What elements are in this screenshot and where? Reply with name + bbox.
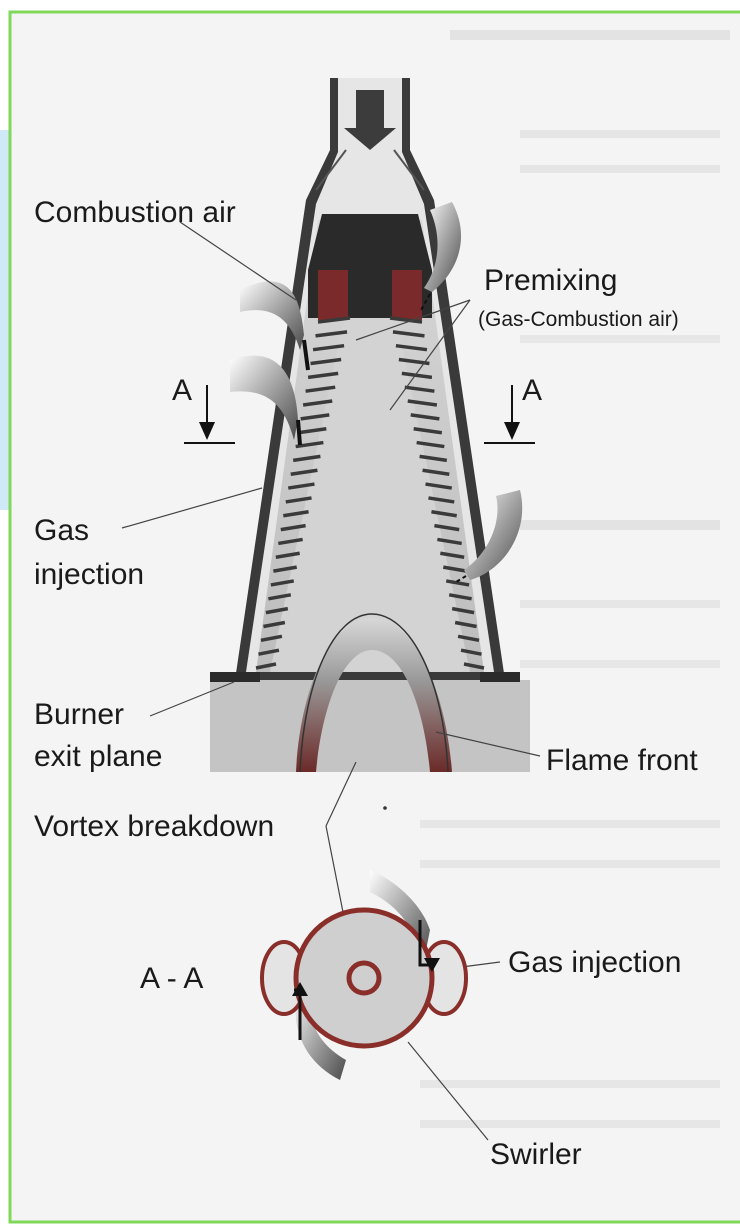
label-swirler: Swirler xyxy=(490,1138,582,1171)
label-premixing-sub: (Gas-Combustion air) xyxy=(478,308,679,331)
vortex-core xyxy=(349,963,379,993)
label-premixing: Premixing xyxy=(484,264,617,297)
label-combustion-air: Combustion air xyxy=(34,196,236,229)
label-gas-injection-2: injection xyxy=(34,558,144,591)
label-section-a-right: A xyxy=(522,374,542,407)
plenum-slot-left xyxy=(318,270,348,320)
label-gas-injection-section: Gas injection xyxy=(508,946,681,979)
label-flame-front: Flame front xyxy=(546,744,698,777)
exit-flange-left xyxy=(210,672,260,682)
label-burner-exit-2: exit plane xyxy=(34,740,162,773)
label-burner-exit-1: Burner xyxy=(34,698,124,731)
label-section-title: A - A xyxy=(140,962,203,995)
label-gas-injection-1: Gas xyxy=(34,514,89,547)
label-section-a-left: A xyxy=(172,374,192,407)
plenum-slot-right xyxy=(392,270,422,320)
combustion-zone xyxy=(210,680,530,772)
exit-flange-right xyxy=(480,672,520,682)
label-vortex-breakdown: Vortex breakdown xyxy=(34,810,274,843)
